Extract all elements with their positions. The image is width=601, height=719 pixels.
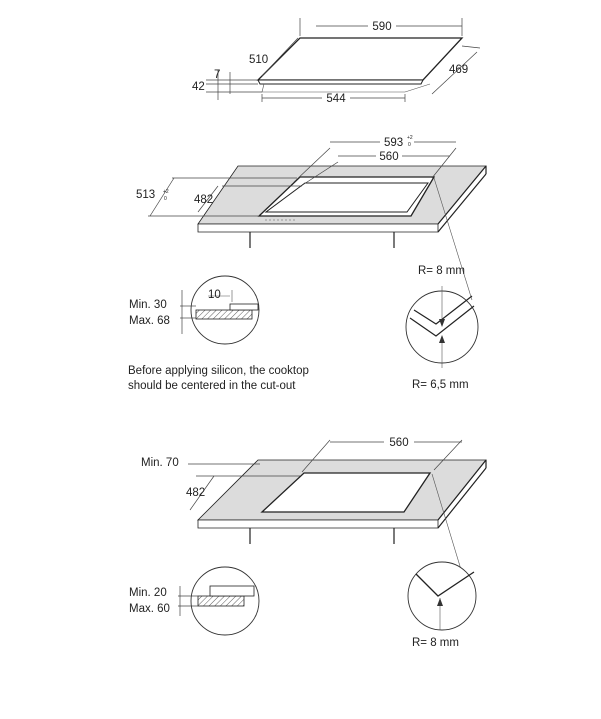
silicon-note-line1: Before applying silicon, the cooktop [128, 365, 309, 377]
silicon-note-line2: should be centered in the cut-out [128, 380, 296, 392]
radius-inner-label: R= 6,5 mm [412, 379, 469, 391]
cooktop-glass-edge [257, 79, 424, 85]
cutout-standard-diagram: 560 Min. 70 482 R= 8 mm Min. 20 Max. 60 [129, 437, 487, 649]
cooktop-glass-top [256, 37, 464, 81]
radius-standard-label: R= 8 mm [412, 637, 459, 649]
svg-text:0: 0 [164, 196, 167, 202]
cutout-standard-width-label: 560 [389, 437, 408, 449]
cutout-opening-2 [260, 472, 432, 513]
max-thickness-label-2: Max. 60 [129, 603, 170, 615]
worktop-front-2 [197, 519, 439, 529]
cutout-opening [264, 182, 429, 213]
cutout-standard-depth-label: 482 [186, 487, 205, 499]
cooktop-width-label: 590 [372, 21, 391, 33]
cutout-inner-depth-label: 482 [194, 194, 213, 206]
cooktop-depth-label: 510 [249, 54, 268, 66]
min-edge-label: Min. 70 [141, 457, 179, 469]
cooktop-dimensions: 590 510 469 544 42 7 [192, 18, 481, 105]
cooktop-width-bottom-label: 544 [326, 93, 346, 105]
cutout-outer-width-label: 593 [384, 137, 403, 149]
cooktop-height-label: 42 [192, 81, 205, 93]
min-thickness-label: Min. 30 [129, 299, 167, 311]
svg-text:+2: +2 [407, 135, 413, 141]
svg-text:+2: +2 [163, 189, 169, 195]
cutout-silicon-diagram: 593 +2 0 560 513 +2 0 482 R= 8 mm R [128, 135, 487, 392]
cooktop-glass-height-label: 7 [214, 69, 220, 81]
min-thickness-label-2: Min. 20 [129, 587, 167, 599]
section-detail-2: Min. 20 Max. 60 [129, 566, 260, 636]
max-thickness-label: Max. 68 [129, 315, 170, 327]
corner-radius-detail-2: R= 8 mm [407, 561, 477, 649]
section-detail: 10 Min. 30 Max. 68 [129, 275, 260, 345]
cutout-outer-depth-label: 513 [136, 189, 155, 201]
detail-gap-label: 10 [208, 289, 221, 301]
cutout-inner-width-label: 560 [379, 151, 398, 163]
corner-radius-detail: R= 8 mm R= 6,5 mm [405, 265, 479, 391]
cooktop-depth-bottom-label: 469 [449, 64, 468, 76]
worktop-front [197, 223, 439, 233]
svg-text:0: 0 [408, 142, 411, 148]
radius-outer-label: R= 8 mm [418, 265, 465, 277]
